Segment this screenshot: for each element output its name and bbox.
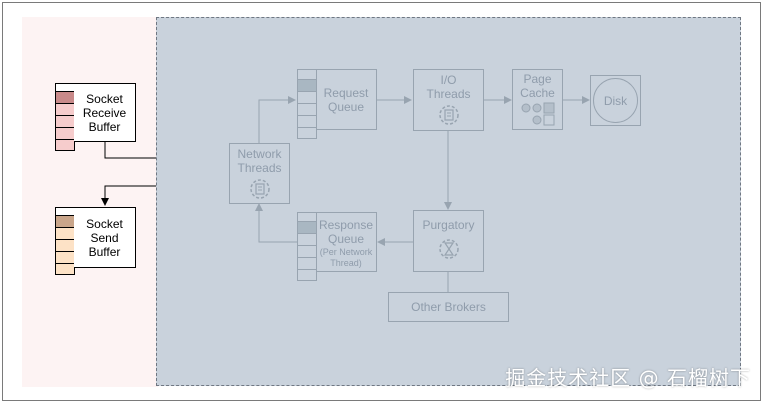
socket-send-label-1: Socket [86, 217, 123, 231]
queue-slot [297, 128, 317, 139]
queue-slot [297, 270, 317, 281]
queue-slot [297, 116, 317, 128]
client-region [22, 17, 158, 387]
response-queue-node: Response Queue (Per Network Thread) [316, 212, 377, 272]
page-cache-label-2: Cache [520, 86, 555, 100]
watermark: 掘金技术社区 @ 石榴树下 [505, 366, 751, 390]
hourglass-icon [438, 239, 459, 259]
gear-document-icon [438, 105, 459, 125]
buffer-slot [55, 264, 75, 275]
cache-blocks-icon [521, 102, 554, 126]
network-threads-label-2: Threads [237, 161, 282, 175]
response-queue-stack [297, 212, 317, 281]
request-queue-node: Request Queue [316, 69, 377, 130]
io-threads-node: I/O Threads [413, 69, 484, 131]
response-queue-label-3: (Per Network [319, 247, 373, 257]
disk-node: Disk [590, 75, 641, 126]
socket-receive-label-3: Buffer [88, 120, 121, 134]
response-queue-label-2: Queue [327, 232, 365, 246]
queue-slot [297, 246, 317, 258]
queue-slot [297, 222, 317, 234]
queue-slot [297, 258, 317, 270]
socket-send-label-2: Send [90, 231, 119, 245]
queue-slot [297, 234, 317, 246]
io-threads-label-1: I/O [440, 73, 457, 87]
socket-receive-buffer: Socket Receive Buffer [74, 83, 136, 142]
queue-slot [297, 212, 317, 222]
network-threads-label-1: Network [237, 147, 282, 161]
socket-receive-label-1: Socket [86, 92, 123, 106]
request-queue-stack [297, 69, 317, 139]
response-queue-label-1: Response [318, 218, 374, 232]
request-queue-label-2: Queue [327, 100, 365, 114]
network-threads-node: Network Threads [229, 143, 290, 204]
gear-document-icon [249, 179, 270, 199]
purgatory-node: Purgatory [413, 210, 484, 272]
queue-slot [297, 104, 317, 116]
purgatory-label: Purgatory [422, 218, 475, 232]
network-to-request-queue-arrow [258, 96, 296, 143]
socket-send-label-3: Buffer [88, 245, 121, 259]
io-threads-label-2: Threads [426, 87, 471, 101]
other-brokers-label: Other Brokers [411, 300, 486, 314]
disk-label: Disk [603, 94, 628, 108]
page-cache-node: Page Cache [512, 69, 563, 130]
queue-slot [297, 92, 317, 104]
socket-receive-label-2: Receive [82, 106, 127, 120]
request-queue-label-1: Request [323, 86, 369, 100]
response-queue-to-network-arrow [255, 203, 297, 243]
response-queue-label-4: Thread) [330, 258, 362, 268]
page-cache-label-1: Page [523, 72, 552, 86]
queue-slot [297, 80, 317, 92]
socket-send-buffer: Socket Send Buffer [74, 207, 136, 268]
buffer-slot [55, 140, 75, 151]
other-brokers-node: Other Brokers [388, 292, 509, 322]
queue-slot [297, 69, 317, 80]
disk-icon [593, 78, 638, 123]
